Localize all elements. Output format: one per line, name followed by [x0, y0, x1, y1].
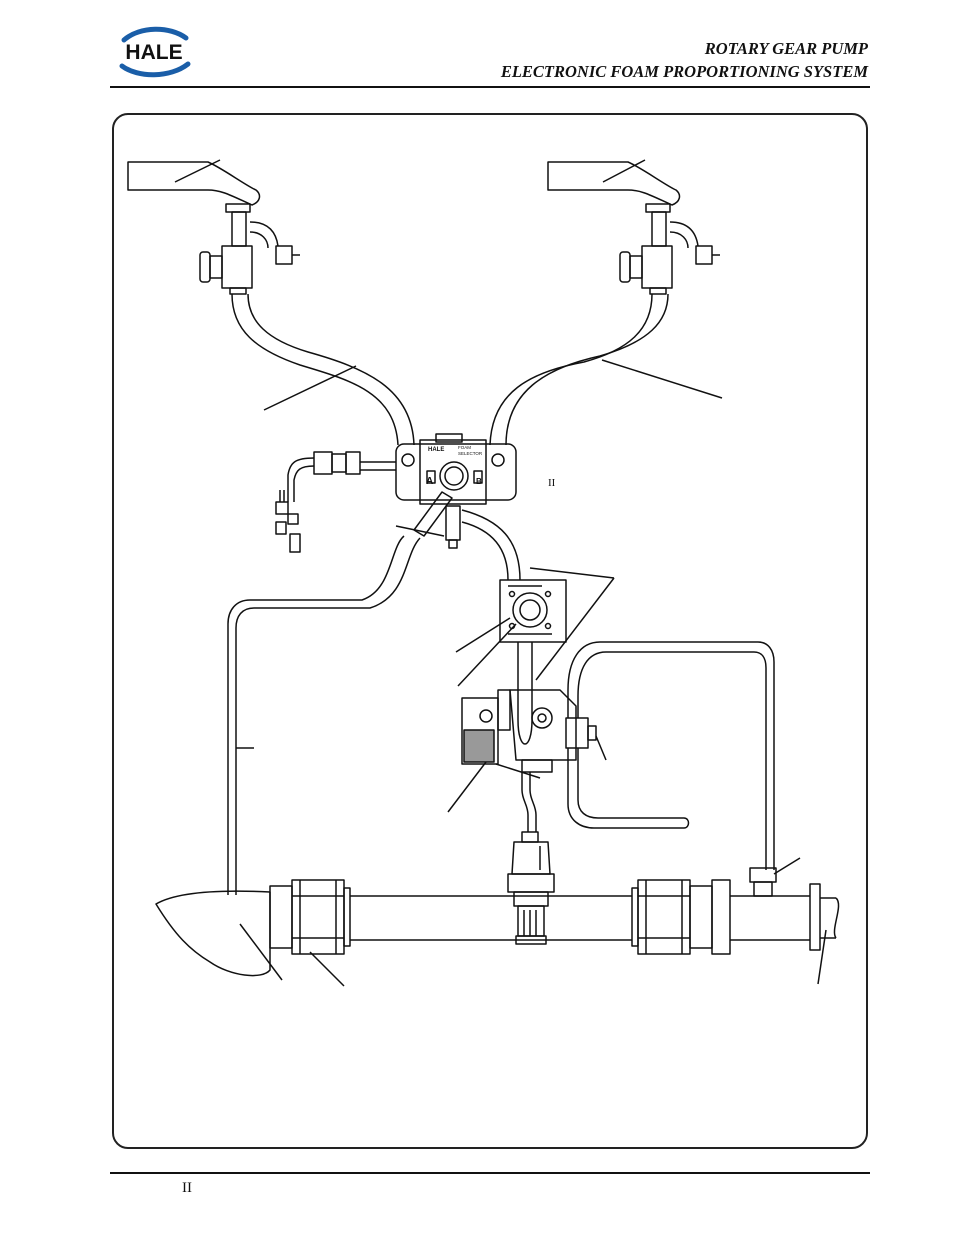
- left-tank-wall: [127, 159, 300, 295]
- figure-frame: [112, 113, 868, 1149]
- header-title-line1: ROTARY GEAR PUMP: [704, 39, 868, 58]
- logo-text: HALE: [125, 41, 182, 64]
- document-header: ROTARY GEAR PUMP ELECTRONIC FOAM PROPORT…: [501, 37, 868, 83]
- foam-pump: [447, 642, 607, 832]
- page-number: II: [182, 1180, 192, 1196]
- left-supply-hose: [231, 293, 415, 446]
- hale-logo: HALE: [119, 26, 191, 78]
- foam-selector-valve: [395, 433, 517, 549]
- flowmeter: [507, 831, 555, 945]
- wire-harness: [275, 451, 396, 553]
- panel-feed-hose: [461, 509, 615, 681]
- selector-port-b: B: [476, 477, 482, 486]
- header-rule: [110, 86, 870, 88]
- water-pipe: [155, 857, 840, 987]
- selector-brand-label: HALE: [428, 447, 444, 453]
- selector-foam-label: FOAM: [458, 445, 471, 450]
- selector-port-a: A: [426, 476, 433, 487]
- control-panel: [455, 579, 567, 687]
- footer-rule: [110, 1172, 870, 1174]
- figure-mark: II: [548, 477, 556, 489]
- selector-selector-label: SELECTOR: [458, 451, 483, 456]
- discharge-loop: [567, 641, 775, 870]
- right-supply-hose: [489, 293, 723, 446]
- header-title-line2: ELECTRONIC FOAM PROPORTIONING SYSTEM: [500, 62, 868, 81]
- return-line: [227, 535, 421, 895]
- right-tank-wall: [547, 159, 720, 295]
